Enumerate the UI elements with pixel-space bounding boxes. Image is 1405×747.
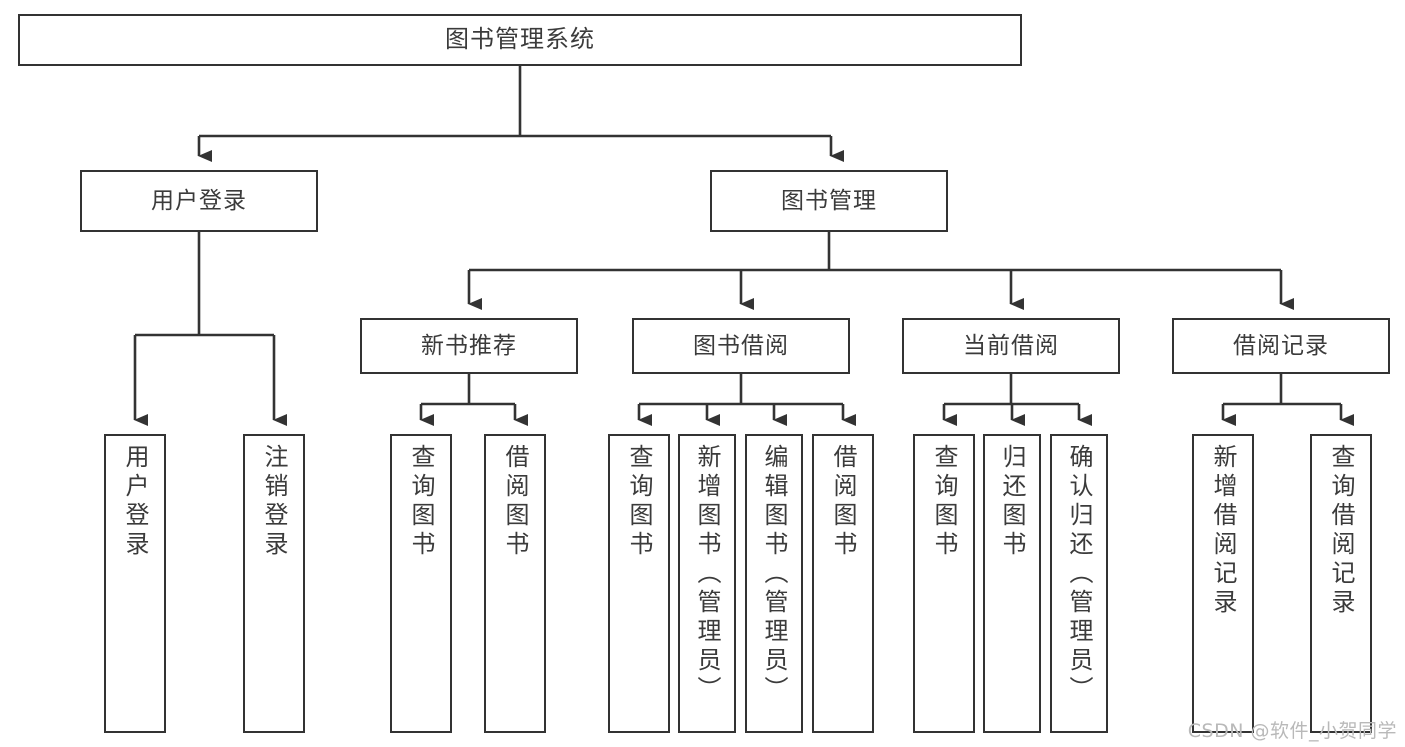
node-leaf-query-record[interactable]: 查询借阅记录 [1310,434,1372,733]
node-book-borrow-label: 图书借阅 [693,332,789,359]
node-leaf-user-login-label: 用户登录 [121,444,149,560]
node-leaf-borrow-book-2[interactable]: 借阅图书 [812,434,874,733]
node-borrow-record[interactable]: 借阅记录 [1172,318,1390,374]
node-new-book-rec-label: 新书推荐 [421,332,517,359]
node-leaf-borrow-book-1[interactable]: 借阅图书 [484,434,546,733]
node-leaf-user-login[interactable]: 用户登录 [104,434,166,733]
node-root-label: 图书管理系统 [445,25,595,54]
node-leaf-borrow-book-2-label: 借阅图书 [829,444,857,560]
node-leaf-query-book-1[interactable]: 查询图书 [390,434,452,733]
node-leaf-query-book-1-label: 查询图书 [407,444,435,560]
node-leaf-query-record-label: 查询借阅记录 [1327,444,1355,618]
node-leaf-logout-label: 注销登录 [260,444,288,560]
node-leaf-edit-book-label: 编辑图书（管理员） [760,444,788,705]
node-leaf-logout[interactable]: 注销登录 [243,434,305,733]
node-current-borrow[interactable]: 当前借阅 [902,318,1120,374]
node-leaf-query-book-2[interactable]: 查询图书 [608,434,670,733]
node-leaf-borrow-book-1-label: 借阅图书 [501,444,529,560]
node-leaf-add-book[interactable]: 新增图书（管理员） [678,434,736,733]
node-current-borrow-label: 当前借阅 [963,332,1059,359]
node-leaf-add-record[interactable]: 新增借阅记录 [1192,434,1254,733]
node-user-login-label: 用户登录 [151,187,247,214]
node-leaf-return-book[interactable]: 归还图书 [983,434,1041,733]
node-leaf-query-book-2-label: 查询图书 [625,444,653,560]
node-user-login[interactable]: 用户登录 [80,170,318,232]
node-leaf-query-book-3-label: 查询图书 [930,444,958,560]
node-root[interactable]: 图书管理系统 [18,14,1022,66]
node-leaf-confirm-return-label: 确认归还（管理员） [1065,444,1093,705]
node-leaf-query-book-3[interactable]: 查询图书 [913,434,975,733]
node-leaf-edit-book[interactable]: 编辑图书（管理员） [745,434,803,733]
node-leaf-add-record-label: 新增借阅记录 [1209,444,1237,618]
node-leaf-add-book-label: 新增图书（管理员） [693,444,721,705]
node-book-manage-label: 图书管理 [781,187,877,214]
node-borrow-record-label: 借阅记录 [1233,332,1329,359]
node-book-manage[interactable]: 图书管理 [710,170,948,232]
node-new-book-rec[interactable]: 新书推荐 [360,318,578,374]
node-book-borrow[interactable]: 图书借阅 [632,318,850,374]
node-leaf-confirm-return[interactable]: 确认归还（管理员） [1050,434,1108,733]
node-leaf-return-book-label: 归还图书 [998,444,1026,560]
